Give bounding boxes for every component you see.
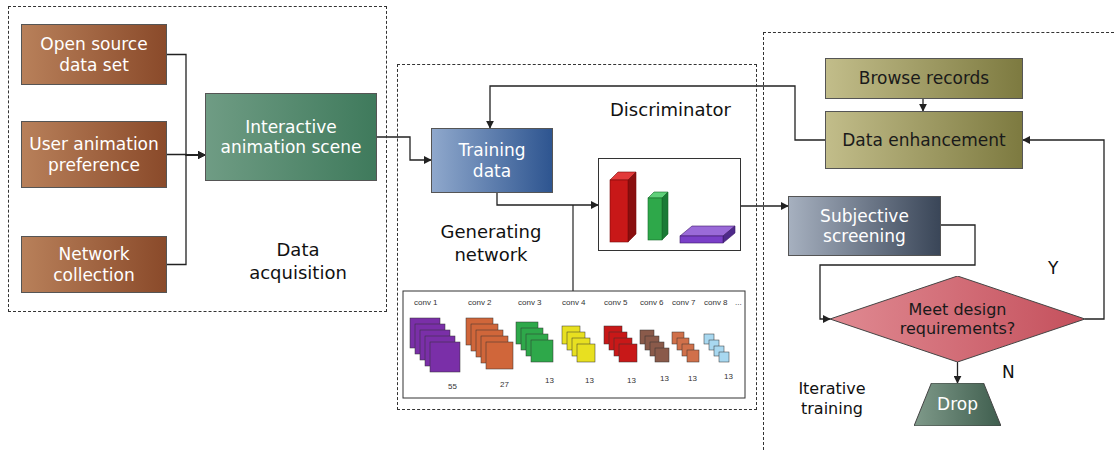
connector-arrow <box>741 205 788 206</box>
source-box: User animation preference <box>21 121 167 188</box>
layer-label: conv 7 <box>672 298 696 307</box>
process-box: Training data <box>431 128 553 193</box>
box-label: User animation preference <box>28 134 160 175</box>
box-label: Interactive animation scene <box>212 117 370 158</box>
group-region: Data acquisition Open source data setUser… <box>8 6 387 312</box>
process-box: Browse records <box>825 58 1023 99</box>
connector-arrow <box>377 137 431 160</box>
connector-arrow <box>167 155 205 265</box>
decision-diamond: Meet design requirements? <box>830 276 1085 362</box>
group-title: Data acquisition <box>233 239 363 284</box>
leader-line <box>572 205 573 291</box>
group-title: Generating network <box>426 221 556 266</box>
connector-arrow <box>957 362 958 383</box>
layer-label: ... <box>735 298 742 307</box>
box-label: Drop <box>937 394 978 414</box>
layer-label: conv 3 <box>518 298 542 307</box>
box-label: Network collection <box>28 244 160 285</box>
box-label: Subjective screening <box>795 206 934 247</box>
dimension-number: 13 <box>660 374 669 383</box>
cnn-panel <box>403 291 745 398</box>
connector-arrow <box>922 99 923 111</box>
box-label: Training data <box>438 140 546 181</box>
dimension-number: 13 <box>724 372 733 381</box>
box-heading: Discriminator <box>599 99 742 122</box>
box-label: Meet design requirements? <box>883 300 1033 338</box>
edge-label: N <box>1000 362 1017 382</box>
feature-map <box>486 342 513 369</box>
dimension-number: 13 <box>585 376 594 385</box>
feature-map <box>687 350 699 362</box>
group-region: Generating network Training data Discrimin… <box>397 64 757 410</box>
layer-label: conv 4 <box>562 298 586 307</box>
box-label: Open source data set <box>28 34 160 75</box>
dimension-number: 13 <box>688 374 697 383</box>
dimension-number: 13 <box>545 376 554 385</box>
connector-arrow <box>1023 140 1104 319</box>
group-region: Iterative training Browse recordsData enh… <box>763 32 1114 450</box>
layer-label: conv 6 <box>640 298 664 307</box>
terminal-trapezoid: Drop <box>914 383 1001 426</box>
layer-label: conv 5 <box>604 298 628 307</box>
discriminator-box: Discriminator <box>598 158 741 251</box>
box-label: Browse records <box>859 68 989 88</box>
dimension-number: 55 <box>448 382 457 391</box>
process-box: Subjective screening <box>788 196 941 256</box>
discriminator-layers <box>610 172 735 243</box>
source-box: Open source data set <box>21 24 167 85</box>
dimension-number: 13 <box>627 376 636 385</box>
dimension-number: 27 <box>500 380 509 389</box>
box-label: Data enhancement <box>842 130 1005 150</box>
connector-arrow <box>167 55 205 156</box>
layer-label: conv 8 <box>704 298 728 307</box>
group-title: Iterative training <box>787 379 877 419</box>
process-box: Data enhancement <box>825 111 1023 169</box>
connector-arrow <box>497 193 598 205</box>
layer-label: conv 1 <box>414 298 438 307</box>
conv-layers <box>410 318 729 372</box>
feature-map <box>430 342 460 372</box>
source-box: Network collection <box>21 236 167 293</box>
feature-map <box>577 344 595 362</box>
edge-label: Y <box>1046 258 1060 278</box>
feature-map <box>531 340 553 362</box>
feature-map <box>619 344 637 362</box>
process-box: Interactive animation scene <box>205 93 377 181</box>
feature-map <box>719 352 729 362</box>
layer-label: conv 2 <box>468 298 492 307</box>
feature-map <box>655 348 669 362</box>
